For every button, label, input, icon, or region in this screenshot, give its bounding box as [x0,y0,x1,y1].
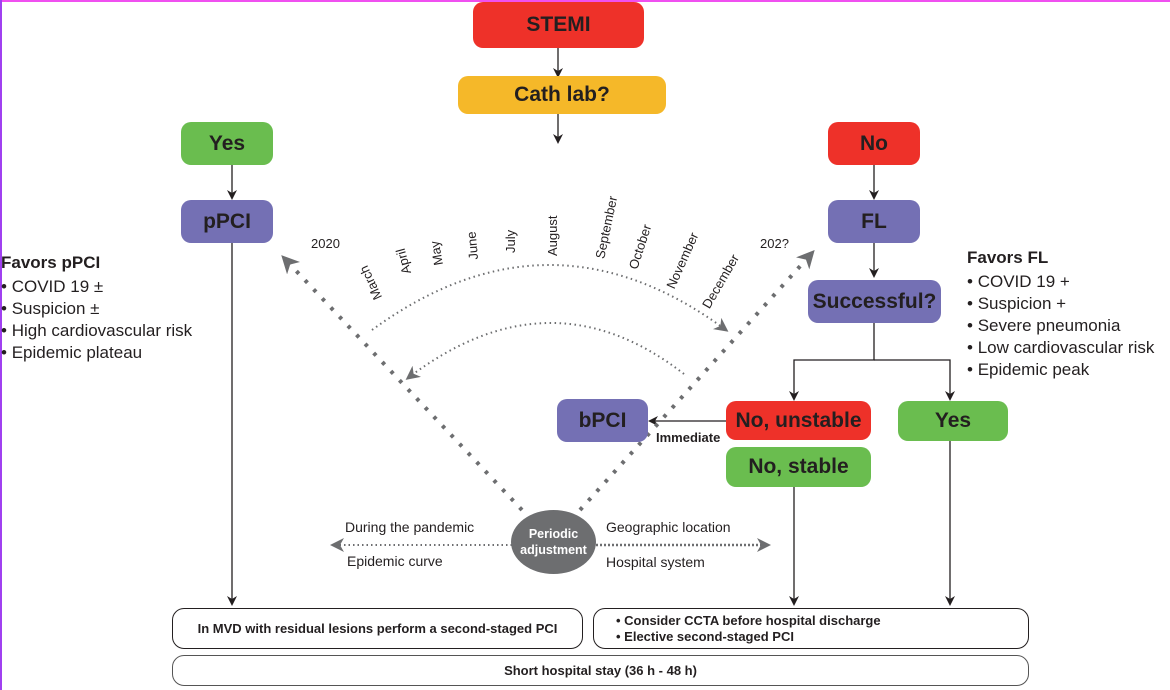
immediate-label: Immediate [656,430,721,445]
outcome-right-item: • Consider CCTA before hospital discharg… [616,613,881,628]
outcome-right-item-text: Consider CCTA before hospital discharge [624,613,881,628]
outcome-right-item: • Elective second-staged PCI [616,629,794,644]
periodic-label-line1: Periodic [528,527,579,541]
cath-lab-label: Cath lab? [514,83,610,106]
month-label: August [545,215,560,256]
no-right-label: No [860,131,888,155]
favors-ppci-item: COVID 19 ± [1,276,192,298]
favors-ppci-item: High cardiovascular risk [1,320,192,342]
yes-right-label: Yes [934,409,972,432]
no-unstable-node: No, unstable [726,401,871,440]
favors-ppci-title: Favors pPCI [1,253,101,272]
month-label: July [503,229,518,253]
fl-label: FL [861,209,887,233]
no-right-node: No [828,122,920,165]
ppci-label: pPCI [203,209,251,233]
favors-fl-item: Epidemic peak [967,359,1154,381]
factor-during-pandemic: During the pandemic [345,519,475,535]
branch-successful [789,323,875,401]
favors-fl-item: Severe pneumonia [967,315,1154,337]
outcome-right-item-text: Elective second-staged PCI [624,629,794,644]
no-unstable-label: No, unstable [735,408,862,432]
bpci-label: bPCI [578,408,627,432]
stemi-label: STEMI [526,13,591,36]
periodic-adjustment-node: Periodic adjustment [511,510,596,574]
favors-ppci-item: Suspicion ± [1,298,192,320]
timeline-start-year: 2020 [311,236,340,251]
outcome-right-box: • Consider CCTA before hospital discharg… [593,608,1029,649]
favors-fl-item: COVID 19 + [967,271,1154,293]
favors-fl-list: Favors FL COVID 19 + Suspicion + Severe … [967,247,1154,381]
timeline-arc-backward [405,322,685,380]
branch-successful-yes [874,359,955,401]
periodic-label-line2: adjustment [520,543,587,557]
no-stable-label: No, stable [748,455,849,478]
bpci-node: bPCI [557,399,648,442]
month-label: June [463,230,481,261]
factor-geographic-location: Geographic location [606,519,731,535]
cath-lab-node: Cath lab? [458,76,666,114]
yes-right-node: Yes [898,401,1008,441]
fl-node: FL [828,200,920,243]
dotted-diagonal-right [578,250,815,512]
successful-label: Successful? [812,289,937,313]
frame-top-border [0,0,1170,2]
outcome-left-box: In MVD with residual lesions perform a s… [172,608,583,649]
favors-fl-title: Favors FL [967,248,1049,267]
stemi-node: STEMI [473,2,644,48]
favors-fl-item: Low cardiovascular risk [967,337,1155,359]
favors-fl-item: Suspicion + [967,293,1154,315]
no-stable-node: No, stable [726,447,871,487]
yes-left-label: Yes [208,131,246,155]
factor-hospital-system: Hospital system [606,554,705,570]
factor-epidemic-curve: Epidemic curve [347,553,443,569]
outcome-left-text: In MVD with residual lesions perform a s… [197,621,558,636]
successful-node: Successful? [808,280,941,323]
ppci-node: pPCI [181,200,273,243]
outcome-bottom-text: Short hospital stay (36 h - 48 h) [504,663,697,678]
favors-ppci-list: Favors pPCI COVID 19 ± Suspicion ± High … [1,252,192,364]
yes-left-node: Yes [181,122,273,165]
timeline-end-year: 202? [760,236,789,251]
favors-ppci-item: Epidemic plateau [1,342,192,364]
dotted-diagonal-left [281,255,524,512]
outcome-bottom-box: Short hospital stay (36 h - 48 h) [172,655,1029,686]
